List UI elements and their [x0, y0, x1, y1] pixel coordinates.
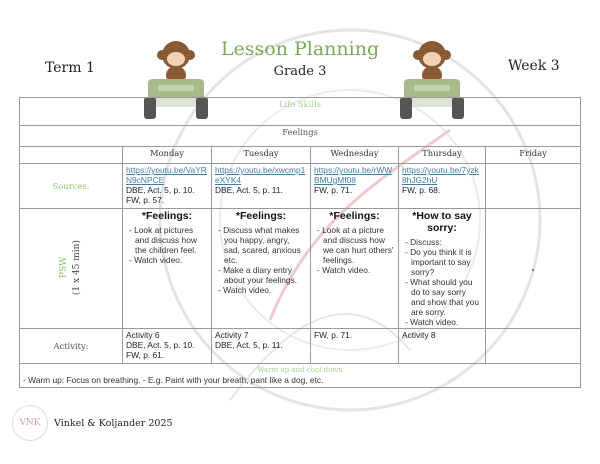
- activity-line: Activity 8: [402, 330, 436, 340]
- sources-cell-wednesday: https://youtu.be/rWWBMUgMf08 FW, p. 71.: [310, 163, 399, 209]
- lesson-item: - Discuss:: [405, 237, 442, 247]
- video-link[interactable]: https://youtu.be/VaYRN9cNPCE: [126, 165, 207, 185]
- lesson-plan-table: Life Skills Feelings Monday Tuesday Wedn…: [18, 97, 582, 388]
- lesson-item: - Discuss what makes you happy, angry, s…: [218, 225, 301, 265]
- psw-cell-thursday: *How to say sorry: - Discuss: - Do you t…: [398, 208, 486, 329]
- activity-line: DBE, Act. 5, p. 11.: [215, 340, 283, 350]
- term-label: Term 1: [45, 60, 95, 76]
- grade-label: Grade 3: [273, 64, 327, 79]
- sources-cell-tuesday: https://youtu.be/xwcmp1eXYK4 DBE, Act. 5…: [211, 163, 311, 209]
- copyright-text: Vinkel & Koljander 2025: [54, 417, 173, 429]
- activity-label: Activity:: [19, 328, 123, 364]
- sources-cell-friday: [484, 163, 582, 209]
- activity-line: Activity 7: [215, 330, 249, 340]
- lesson-item: - Make a diary entry about your feelings…: [218, 265, 298, 285]
- activity-line: DBE, Act. 5, p. 10.: [126, 340, 195, 350]
- source-ref: DBE, Act. 5, p. 10.: [126, 185, 195, 195]
- psw-cell-tuesday: *Feelings: - Discuss what makes you happ…: [211, 208, 311, 329]
- psw-name: PSW: [59, 256, 69, 279]
- lesson-item: - Do you think it is important to say so…: [405, 247, 472, 277]
- empty-corner-cell: [19, 146, 123, 164]
- footer: VNK Vinkel & Koljander 2025: [12, 405, 173, 441]
- sources-cell-monday: https://youtu.be/VaYRN9cNPCE DBE, Act. 5…: [122, 163, 212, 209]
- day-header-tuesday: Tuesday: [211, 146, 311, 164]
- lesson-title: *How to say sorry:: [412, 210, 472, 234]
- activity-cell-monday: Activity 6 DBE, Act. 5, p. 10. FW, p. 61…: [122, 328, 212, 364]
- week-label: Week 3: [508, 58, 560, 74]
- lesson-item: - Watch video.: [317, 265, 371, 275]
- day-header-wednesday: Wednesday: [310, 146, 399, 164]
- lesson-title: *Feelings:: [235, 210, 287, 222]
- day-header-friday: Friday: [484, 146, 582, 164]
- lesson-item: - Watch video.: [129, 255, 183, 265]
- sources-cell-thursday: https://youtu.be/7yzk8hJG2hU FW, p. 68.: [398, 163, 486, 209]
- psw-cell-friday: -: [484, 208, 582, 329]
- sources-label: Sources:: [19, 163, 123, 209]
- video-link[interactable]: https://youtu.be/rWWBMUgMf08: [314, 165, 393, 185]
- psw-duration: (1 x 45 min): [72, 239, 82, 296]
- warmup-text: - Warm up: Focus on breathing. - E.g. Pa…: [23, 375, 324, 385]
- source-ref: FW, p. 71.: [314, 185, 353, 195]
- topic-heading: Feelings: [18, 125, 582, 147]
- lesson-title: *Feelings:: [329, 210, 380, 222]
- activity-line: FW, p. 61.: [126, 350, 165, 360]
- warmup-heading: Warm up and cool down: [257, 366, 343, 374]
- activity-cell-wednesday: FW, p. 71.: [310, 328, 399, 364]
- source-ref: DBE, Act. 5, p. 11.: [215, 185, 283, 195]
- source-ref: FW, p. 68.: [402, 185, 441, 195]
- psw-label-cell: PSW (1 x 45 min): [19, 208, 123, 329]
- warmup-cell: Warm up and cool down - Warm up: Focus o…: [18, 363, 582, 388]
- page-title: Lesson Planning: [220, 38, 380, 60]
- subject-heading: Life Skills: [18, 97, 582, 126]
- lesson-item: - Look at a picture and discuss how we c…: [317, 225, 394, 265]
- lesson-item: - Look at pictures and discuss how the c…: [129, 225, 197, 255]
- lesson-title: *Feelings:: [141, 210, 193, 222]
- psw-cell-monday: *Feelings: - Look at pictures and discus…: [122, 208, 212, 329]
- day-header-thursday: Thursday: [398, 146, 486, 164]
- source-ref: FW, p. 57.: [126, 195, 165, 205]
- video-link[interactable]: https://youtu.be/xwcmp1eXYK4: [215, 165, 306, 185]
- video-link[interactable]: https://youtu.be/7yzk8hJG2hU: [402, 165, 479, 185]
- lesson-item: - Watch video.: [218, 285, 272, 295]
- lesson-item: - Watch video.: [405, 317, 459, 327]
- psw-label: PSW (1 x 45 min): [58, 240, 84, 295]
- activity-cell-thursday: Activity 8: [398, 328, 486, 364]
- activity-line: Activity 6: [126, 330, 160, 340]
- psw-cell-wednesday: *Feelings: - Look at a picture and discu…: [310, 208, 399, 329]
- day-header-monday: Monday: [122, 146, 212, 164]
- activity-cell-tuesday: Activity 7 DBE, Act. 5, p. 11.: [211, 328, 311, 364]
- brand-logo-icon: VNK: [12, 405, 48, 441]
- activity-cell-friday: [484, 328, 582, 364]
- lesson-item: - What should you do to say sorry and sh…: [405, 277, 479, 317]
- activity-line: FW, p. 71.: [314, 330, 353, 340]
